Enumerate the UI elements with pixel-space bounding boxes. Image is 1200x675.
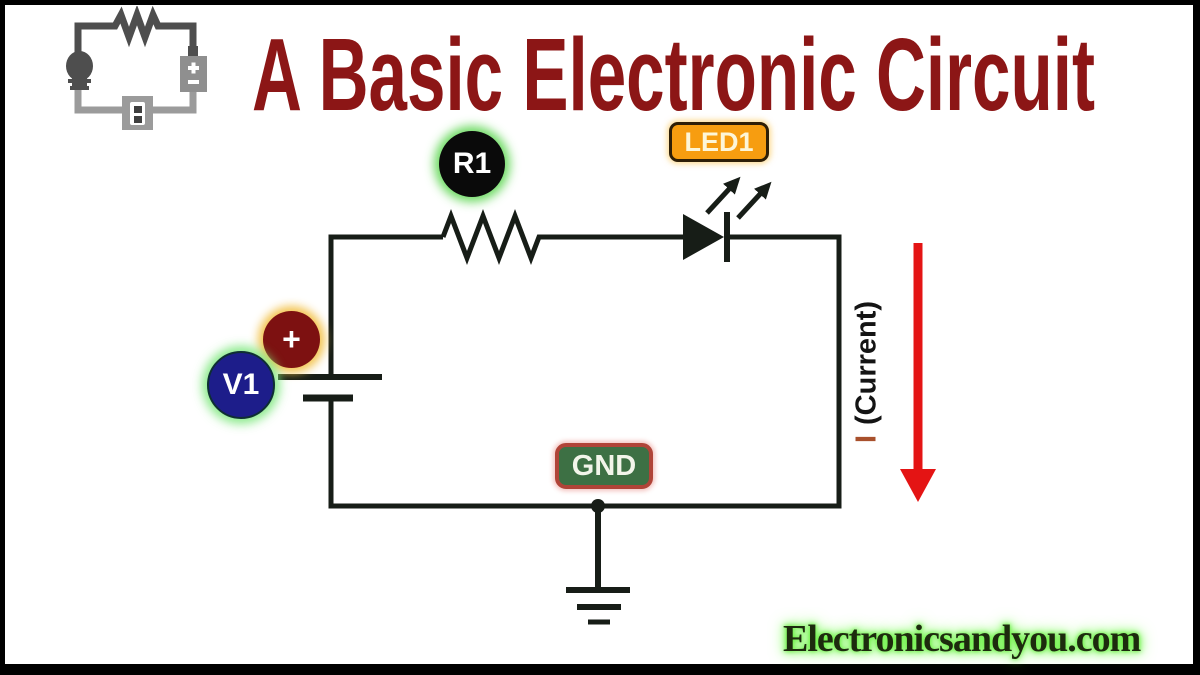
resistor-label-badge: R1 — [439, 131, 505, 197]
watermark: Electronicsandyou.com — [783, 618, 1141, 660]
current-direction-arrow — [900, 243, 936, 502]
current-symbol: I — [850, 434, 883, 444]
battery-polarity: + — [282, 321, 301, 357]
logo-switch-icon — [122, 96, 153, 130]
title-banner: A Basic Electronic Circuit — [252, 17, 1095, 132]
logo-dark-wire — [74, 6, 197, 58]
ground-label: GND — [571, 449, 637, 482]
led-label-badge: LED1 — [669, 122, 769, 162]
circuit-logo-icon — [66, 6, 207, 130]
resistor-symbol — [440, 208, 683, 266]
battery-label: V1 — [222, 368, 260, 401]
led-label: LED1 — [684, 126, 754, 157]
wire-loop — [328, 234, 842, 509]
logo-battery-icon — [180, 46, 207, 92]
battery-symbol — [278, 374, 382, 402]
led-light-arrows-icon — [705, 176, 772, 220]
battery-label-badge: V1 — [207, 351, 275, 419]
resistor-label: R1 — [452, 147, 492, 180]
ground-label-badge: GND — [555, 443, 653, 489]
battery-polarity-badge: + — [263, 311, 320, 368]
ground-symbol — [566, 499, 630, 625]
logo-bulb-icon — [66, 51, 93, 90]
current-label: I (Current) — [851, 301, 884, 443]
led-symbol — [683, 212, 730, 262]
current-caption: (Current) — [850, 300, 883, 425]
logo-light-wire — [74, 90, 197, 114]
page-title: A Basic Electronic Circuit — [252, 17, 1095, 132]
